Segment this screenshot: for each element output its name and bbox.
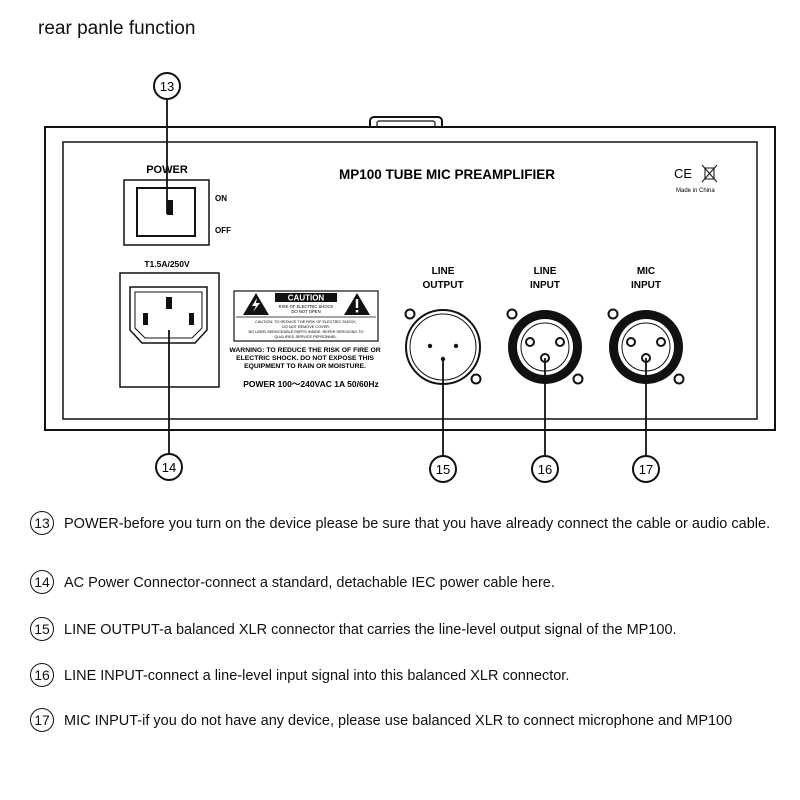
legend-text: LINE OUTPUT-a balanced XLR connector tha… — [64, 622, 677, 638]
power-spec: POWER 100～240VAC 1A 50/60Hz — [243, 379, 379, 389]
line-input-label-1: LINE — [534, 266, 557, 277]
caution-line1: RISK OF ELECTRIC SHOCK — [279, 304, 334, 309]
exclamation-warning-icon — [344, 293, 370, 315]
callout-17: 17 — [632, 455, 660, 483]
legend-text: MIC INPUT-if you do not have any device,… — [64, 713, 733, 729]
page-title: rear panle function — [38, 18, 196, 39]
warning-line1: WARNING: TO REDUCE THE RISK OF FIRE OR — [229, 347, 380, 354]
legend-item-15: 15 LINE OUTPUT-a balanced XLR connector … — [30, 617, 780, 641]
callout-14: 14 — [155, 453, 183, 481]
callout-leaders — [166, 99, 647, 456]
panel-title: MP100 TUBE MIC PREAMPLIFIER — [339, 167, 555, 182]
legend-item-14: 14 AC Power Connector-connect a standard… — [30, 570, 780, 594]
caution-small1: CAUTION: TO REDUCE THE RISK OF ELECTRIC … — [255, 320, 357, 324]
legend-item-16: 16 LINE INPUT-connect a line-level input… — [30, 663, 780, 687]
caution-small4: QUALIFIED SERVICE PERSONNEL. — [274, 335, 337, 339]
callout-13-number: 13 — [160, 79, 174, 94]
legend-number: 13 — [30, 511, 54, 535]
warning-line3: EQUIPMENT TO RAIN OR MOISTURE. — [244, 363, 366, 370]
line-output-label-1: LINE — [432, 266, 455, 277]
legend-text: LINE INPUT-connect a line-level input si… — [64, 668, 570, 684]
off-label: OFF — [215, 226, 231, 235]
legend-text: POWER-before you turn on the device plea… — [64, 516, 771, 532]
caution-label: CAUTION RISK OF ELECTRIC SHOCK DO NOT OP… — [233, 290, 379, 342]
ce-mark-text: CE — [674, 166, 692, 181]
legend-number: 15 — [30, 617, 54, 641]
legend-number: 14 — [30, 570, 54, 594]
callout-15-number: 15 — [436, 462, 450, 477]
rear-panel-diagram: MP100 TUBE MIC PREAMPLIFIER CE Made in C… — [44, 72, 776, 483]
callout-15: 15 — [429, 455, 457, 483]
lightning-warning-icon — [243, 293, 269, 315]
caution-small2: DO NOT REMOVE COVER. — [282, 325, 330, 329]
callout-17-number: 17 — [639, 462, 653, 477]
line-input-label-2: INPUT — [530, 280, 560, 291]
made-in-label: Made in China — [676, 188, 715, 194]
legend-item-13: 13 POWER-before you turn on the device p… — [30, 511, 780, 535]
callout-13: 13 — [153, 72, 181, 100]
mic-input-label-2: INPUT — [631, 280, 661, 291]
warning-line2: ELECTRIC SHOCK. DO NOT EXPOSE THIS — [236, 355, 374, 362]
ce-mark: CE Made in China — [674, 164, 718, 194]
line-input-connector[interactable]: LINE INPUT — [506, 266, 584, 385]
callout-14-number: 14 — [162, 460, 176, 475]
legend-item-17: 17 MIC INPUT-if you do not have any devi… — [30, 708, 780, 732]
caution-line2: DO NOT OPEN — [291, 309, 320, 314]
legend-number: 17 — [30, 708, 54, 732]
mic-input-connector[interactable]: MIC INPUT — [607, 266, 685, 385]
callout-16: 16 — [531, 455, 559, 483]
line-output-label-2: OUTPUT — [422, 280, 463, 291]
mic-input-label-1: MIC — [637, 266, 655, 277]
caution-small3: NO USER-SERVICEABLE PARTS INSIDE. REFER … — [249, 330, 364, 334]
weee-bin-icon — [701, 164, 718, 183]
callout-16-number: 16 — [538, 462, 552, 477]
caution-title: CAUTION — [288, 294, 325, 303]
legend-text: AC Power Connector-connect a standard, d… — [64, 575, 555, 591]
on-label: ON — [215, 194, 227, 203]
fuse-label: T1.5A/250V — [144, 259, 190, 269]
legend-number: 16 — [30, 663, 54, 687]
